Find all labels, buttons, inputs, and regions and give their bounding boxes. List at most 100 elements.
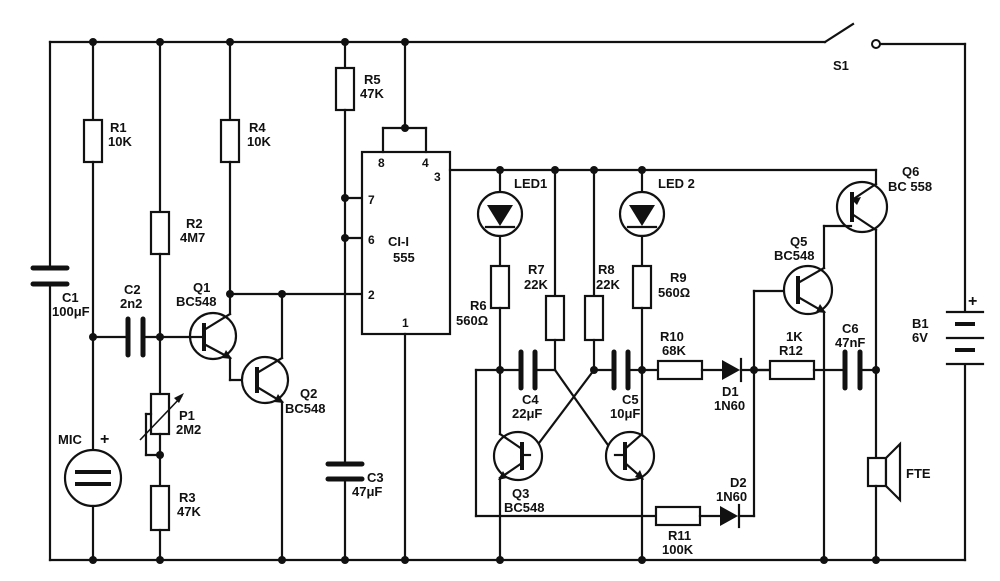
potentiometer-p1[interactable]: P1 2M2: [139, 392, 201, 486]
d1-label: D1: [722, 384, 739, 399]
resistor-r1: R1 10K: [82, 40, 132, 452]
c4-label: C4: [522, 392, 539, 407]
switch-s1[interactable]: S1: [823, 22, 881, 73]
battery-value: 6V: [912, 330, 928, 345]
resistor-r11: R11 100K: [654, 505, 722, 557]
s1-label: S1: [833, 58, 849, 73]
resistor-r4: R4 10K: [219, 40, 271, 316]
r6-label: R6: [470, 298, 487, 313]
c1-value: 100μF: [52, 304, 90, 319]
led-2: LED 2: [618, 168, 695, 268]
resistor-r3: R3 47K: [149, 484, 201, 562]
r5-label: R5: [364, 72, 381, 87]
r1-label: R1: [110, 120, 127, 135]
p1-label: P1: [179, 408, 195, 423]
speaker-label: FTE: [906, 466, 931, 481]
led2-label: LED 2: [658, 176, 695, 191]
transistor-q6: Q6 BC 558: [835, 164, 932, 234]
r2-value: 4M7: [180, 230, 205, 245]
transistor-q5: Q5 BC548: [774, 234, 834, 316]
r10-label: R10: [660, 329, 684, 344]
r8-label: R8: [598, 262, 615, 277]
ic-pin1: 1: [402, 316, 409, 330]
resistor-r6: R6 560Ω: [456, 264, 511, 436]
mic-label: MIC: [58, 432, 82, 447]
resistor-r10: R10 68K: [640, 329, 724, 381]
r1-value: 10K: [108, 134, 132, 149]
diode-d1: D1 1N60: [714, 357, 770, 413]
ic-type: 555: [393, 250, 415, 265]
ic-pin8: 8: [378, 156, 385, 170]
d1-type: 1N60: [714, 398, 745, 413]
transistor-q4: [604, 430, 656, 562]
transistor-q1: Q1 BC548: [176, 280, 238, 361]
r10-value: 68K: [662, 343, 686, 358]
mic-plus: +: [100, 431, 109, 448]
speaker-fte: FTE: [866, 441, 931, 562]
c5-value: 10μF: [610, 406, 640, 421]
p1-value: 2M2: [176, 422, 201, 437]
r4-label: R4: [249, 120, 266, 135]
q6-label: Q6: [902, 164, 919, 179]
r7-label: R7: [528, 262, 545, 277]
ic-pin3: 3: [434, 170, 441, 184]
transistor-q2: Q2 BC548: [228, 355, 325, 416]
capacitor-c1: C1 100μF: [30, 265, 90, 319]
q2-type: BC548: [285, 401, 325, 416]
q6-type: BC 558: [888, 179, 932, 194]
ic-pin2: 2: [368, 288, 375, 302]
resistor-r5: R5 47K: [334, 40, 384, 464]
r6-value: 560Ω: [456, 313, 488, 328]
battery-label: B1: [912, 316, 929, 331]
capacitor-c4: C4 22μF: [498, 349, 557, 421]
led-1: LED1: [476, 168, 547, 268]
ic-pin4: 4: [422, 156, 429, 170]
diode-d2: D2 1N60: [716, 368, 756, 529]
power-rails: [48, 40, 967, 562]
r8-value: 22K: [596, 277, 620, 292]
capacitor-c6: C6 47nF: [835, 321, 878, 391]
r11-value: 100K: [662, 542, 694, 557]
resistor-r8: R8 22K: [583, 168, 620, 372]
ic-555: 8 4 3 7 6 2 1 CI-I 555: [360, 40, 878, 562]
c2-value: 2n2: [120, 296, 142, 311]
q1-type: BC548: [176, 294, 216, 309]
r3-label: R3: [179, 490, 196, 505]
r9-label: R9: [670, 270, 687, 285]
r5-value: 47K: [360, 86, 384, 101]
resistor-r12: 1K R12: [752, 329, 844, 381]
d2-label: D2: [730, 475, 747, 490]
r2-label: R2: [186, 216, 203, 231]
battery-plus: +: [968, 293, 977, 310]
q3-label: Q3: [512, 486, 529, 501]
c4-value: 22μF: [512, 406, 542, 421]
capacitor-c5: C5 10μF: [592, 349, 644, 421]
c6-value: 47nF: [835, 335, 865, 350]
q5-type: BC548: [774, 248, 814, 263]
capacitor-c3: C3 47μF: [325, 461, 384, 562]
battery-b1: + B1 6V: [912, 293, 985, 366]
c5-label: C5: [622, 392, 639, 407]
microphone: MIC +: [58, 431, 123, 562]
r7-value: 22K: [524, 277, 548, 292]
ic-pin6: 6: [368, 233, 375, 247]
r3-value: 47K: [177, 504, 201, 519]
q1-label: Q1: [193, 280, 210, 295]
q2-label: Q2: [300, 386, 317, 401]
r12-label: R12: [779, 343, 803, 358]
ic-name: CI-I: [388, 234, 409, 249]
c3-value: 47μF: [352, 484, 382, 499]
c6-label: C6: [842, 321, 859, 336]
c3-label: C3: [367, 470, 384, 485]
r4-value: 10K: [247, 134, 271, 149]
d2-type: 1N60: [716, 489, 747, 504]
r9-value: 560Ω: [658, 285, 690, 300]
junction-dots: [89, 38, 880, 564]
ic-pin7: 7: [368, 193, 375, 207]
transistor-q3: Q3 BC548: [492, 430, 544, 562]
resistor-r2: R2 4M7: [149, 40, 205, 396]
led1-label: LED1: [514, 176, 547, 191]
c1-label: C1: [62, 290, 79, 305]
q3-type: BC548: [504, 500, 544, 515]
